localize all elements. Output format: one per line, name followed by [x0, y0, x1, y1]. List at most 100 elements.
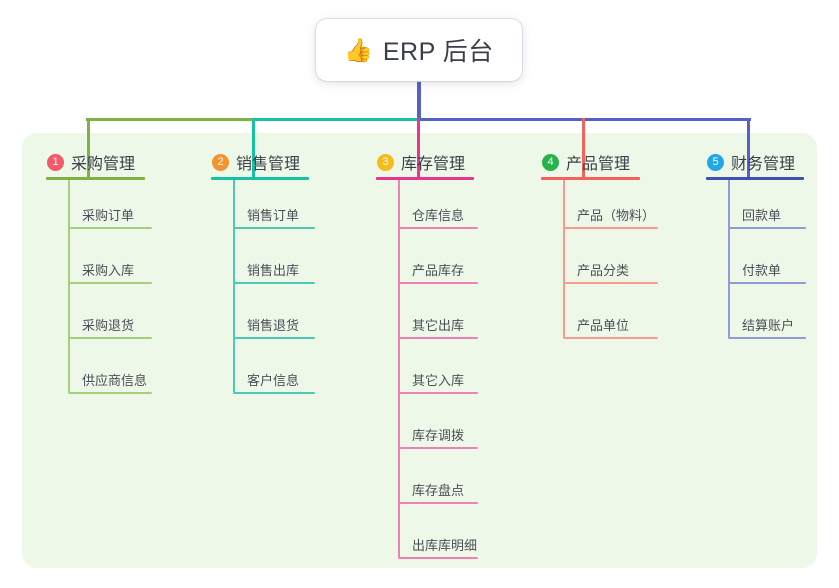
leaf-label: 结算账户 [742, 318, 795, 333]
leaf-node[interactable]: 仓库信息 [398, 205, 478, 229]
branch-title-1: 采购管理 [71, 156, 136, 173]
leaf-node[interactable]: 客户信息 [233, 370, 315, 394]
leaf-label: 采购退货 [82, 318, 135, 333]
leaf-node[interactable]: 销售出库 [233, 260, 315, 284]
leaf-label: 产品单位 [577, 318, 630, 333]
root-node[interactable]: 👍 ERP 后台 [316, 19, 522, 81]
leaf-node[interactable]: 结算账户 [728, 315, 806, 339]
leaf-node[interactable]: 采购订单 [68, 205, 152, 229]
leaf-node[interactable]: 付款单 [728, 260, 806, 284]
leaf-node[interactable]: 库存调拨 [398, 425, 478, 449]
leaf-node[interactable]: 其它出库 [398, 315, 478, 339]
branch-drop-4 [581, 118, 585, 177]
leaf-node[interactable]: 销售订单 [233, 205, 315, 229]
branch-title-4: 产品管理 [566, 156, 631, 173]
bus-segment-2 [253, 118, 419, 121]
leaf-underline [68, 282, 152, 284]
branch-trunk-2 [233, 177, 235, 392]
leaf-label: 仓库信息 [412, 208, 465, 223]
leaf-node[interactable]: 采购入库 [68, 260, 152, 284]
leaf-node[interactable]: 产品（物料） [563, 205, 658, 229]
branch-underline-4 [541, 177, 640, 180]
branch-header-2[interactable]: 2 销售管理 [212, 150, 300, 174]
branches-panel [22, 133, 817, 568]
leaf-underline [68, 227, 152, 229]
bus-segment-3 [419, 118, 751, 121]
leaf-underline [68, 392, 152, 394]
branch-header-5[interactable]: 5 财务管理 [707, 150, 795, 174]
leaf-underline [233, 282, 315, 284]
branch-underline-1 [46, 177, 145, 180]
leaf-underline [398, 502, 478, 504]
leaf-label: 销售订单 [247, 208, 300, 223]
thumbs-up-icon: 👍 [344, 36, 373, 63]
leaf-label: 销售出库 [247, 263, 300, 278]
leaf-label: 回款单 [742, 208, 782, 223]
leaf-underline [563, 227, 658, 229]
leaf-label: 其它入库 [412, 373, 465, 388]
branch-trunk-1 [68, 177, 70, 392]
leaf-underline [728, 337, 806, 339]
branch-badge-4: 4 [542, 153, 559, 171]
leaf-underline [398, 447, 478, 449]
bus-segment-1 [86, 118, 253, 121]
branch-badge-2: 2 [212, 153, 229, 171]
branch-header-4[interactable]: 4 产品管理 [542, 150, 630, 174]
branch-badge-3: 3 [377, 153, 394, 171]
leaf-label: 销售退货 [247, 318, 300, 333]
leaf-node[interactable]: 产品库存 [398, 260, 478, 284]
leaf-label: 采购入库 [82, 263, 135, 278]
leaf-node[interactable]: 采购退货 [68, 315, 152, 339]
leaf-label: 库存盘点 [412, 483, 465, 498]
leaf-node[interactable]: 产品单位 [563, 315, 658, 339]
branch-trunk-5 [728, 177, 730, 337]
leaf-label: 客户信息 [247, 373, 300, 388]
branch-title-3: 库存管理 [401, 156, 466, 173]
leaf-underline [233, 337, 315, 339]
branch-underline-2 [211, 177, 309, 180]
leaf-underline [233, 227, 315, 229]
branch-drop-2 [251, 118, 255, 177]
leaf-underline [398, 282, 478, 284]
leaf-node[interactable]: 销售退货 [233, 315, 315, 339]
branch-badge-5: 5 [707, 153, 724, 171]
leaf-node[interactable]: 回款单 [728, 205, 806, 229]
leaf-label: 产品库存 [412, 263, 465, 278]
leaf-underline [728, 227, 806, 229]
branch-underline-3 [376, 177, 474, 180]
branch-header-3[interactable]: 3 库存管理 [377, 150, 465, 174]
leaf-node[interactable]: 供应商信息 [68, 370, 152, 394]
root-connector [417, 81, 421, 121]
branch-drop-5 [746, 118, 750, 177]
leaf-label: 库存调拨 [412, 428, 465, 443]
leaf-node[interactable]: 出库库明细 [398, 535, 478, 559]
branch-header-1[interactable]: 1 采购管理 [47, 150, 135, 174]
leaf-underline [398, 392, 478, 394]
leaf-node[interactable]: 库存盘点 [398, 480, 478, 504]
leaf-underline [233, 392, 315, 394]
leaf-label: 产品分类 [577, 263, 630, 278]
leaf-node[interactable]: 其它入库 [398, 370, 478, 394]
leaf-label: 产品（物料） [577, 208, 656, 223]
branch-badge-1: 1 [47, 153, 64, 171]
leaf-label: 供应商信息 [82, 373, 148, 388]
branch-drop-3 [416, 118, 420, 177]
branch-underline-5 [706, 177, 804, 180]
branch-trunk-4 [563, 177, 565, 337]
branch-title-5: 财务管理 [731, 156, 796, 173]
leaf-label: 其它出库 [412, 318, 465, 333]
leaf-underline [563, 282, 658, 284]
leaf-label: 出库库明细 [412, 538, 478, 553]
branch-title-2: 销售管理 [236, 156, 301, 173]
leaf-underline [398, 337, 478, 339]
leaf-node[interactable]: 产品分类 [563, 260, 658, 284]
leaf-underline [398, 557, 478, 559]
leaf-underline [398, 227, 478, 229]
branch-drop-1 [86, 118, 90, 177]
leaf-underline [68, 337, 152, 339]
leaf-label: 采购订单 [82, 208, 135, 223]
leaf-underline [728, 282, 806, 284]
leaf-label: 付款单 [742, 263, 782, 278]
root-title: ERP 后台 [382, 38, 494, 66]
